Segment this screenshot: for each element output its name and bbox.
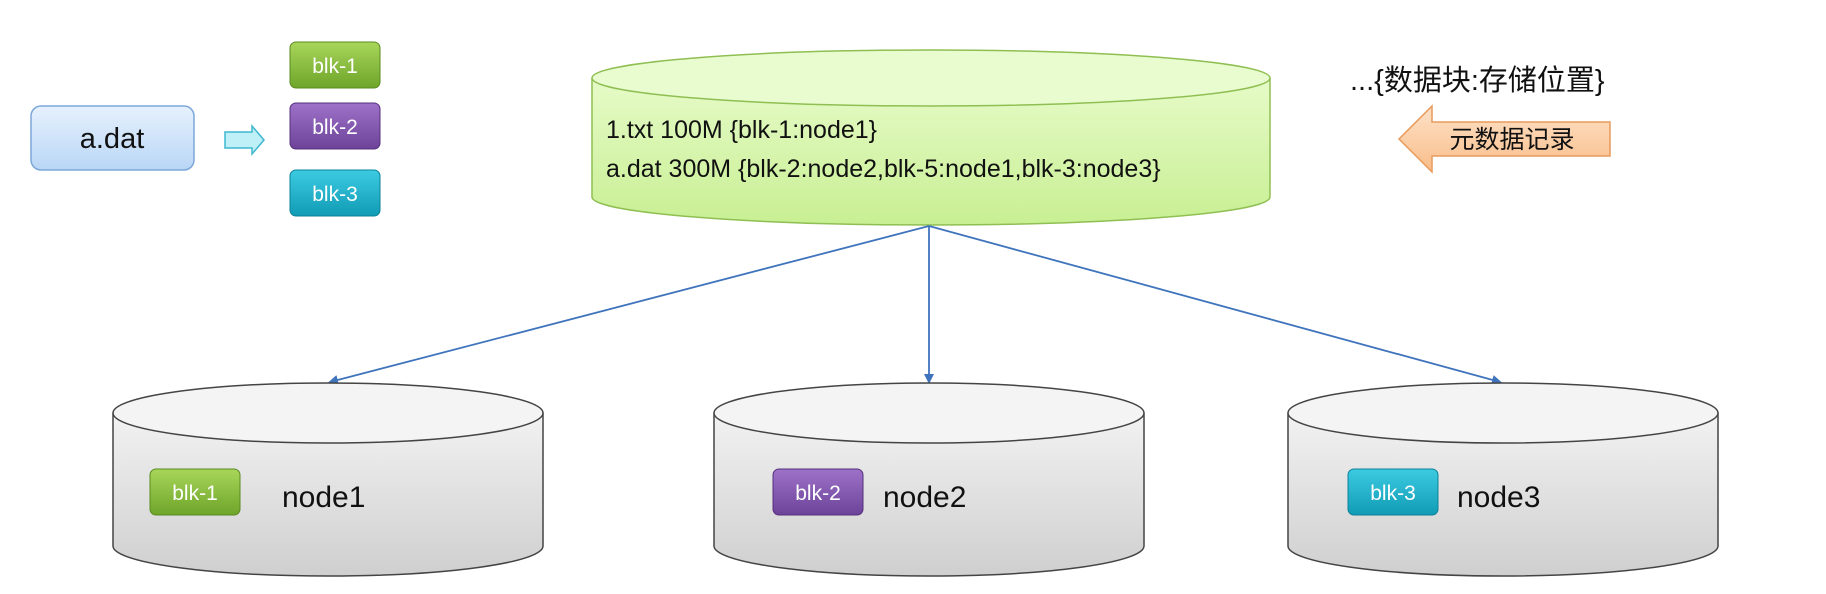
node-node1: blk-1 node1 xyxy=(112,382,544,577)
node-name: node2 xyxy=(883,481,966,514)
split-arrow-icon xyxy=(224,123,265,157)
metadata-line-1: 1.txt 100M {blk-1:node1} xyxy=(606,116,877,144)
node-node3: blk-3 node3 xyxy=(1287,382,1719,577)
connector-node3 xyxy=(928,225,1502,385)
node-name: node3 xyxy=(1457,481,1540,514)
block-label: blk-1 xyxy=(312,55,358,78)
connector-node1 xyxy=(328,225,930,385)
file-label: a.dat xyxy=(80,123,145,155)
node-block-label: blk-1 xyxy=(172,482,218,505)
metadata-line-2: a.dat 300M {blk-2:node2,blk-5:node1,blk-… xyxy=(606,155,1161,183)
node-block-label: blk-3 xyxy=(1370,482,1416,505)
metadata-cylinder: 1.txt 100M {blk-1:node1} a.dat 300M {blk… xyxy=(591,49,1271,226)
connectors xyxy=(328,225,1502,385)
metadata-record-callout: 元数据记录 xyxy=(1397,104,1611,174)
block-blk-1: blk-1 xyxy=(289,41,381,89)
node-node2: blk-2 node2 xyxy=(713,382,1145,577)
block-blk-2: blk-2 xyxy=(289,102,381,150)
metadata-format-note: ...{数据块:存储位置} xyxy=(1350,64,1605,97)
block-blk-3: blk-3 xyxy=(289,169,381,217)
node-block-label: blk-2 xyxy=(795,482,841,505)
node-name: node1 xyxy=(282,481,365,514)
left-arrow-icon xyxy=(1397,104,1611,174)
file-box: a.dat xyxy=(30,105,195,171)
block-label: blk-3 xyxy=(312,183,358,206)
metadata-record-label: 元数据记录 xyxy=(1449,126,1574,154)
block-label: blk-2 xyxy=(312,116,358,139)
